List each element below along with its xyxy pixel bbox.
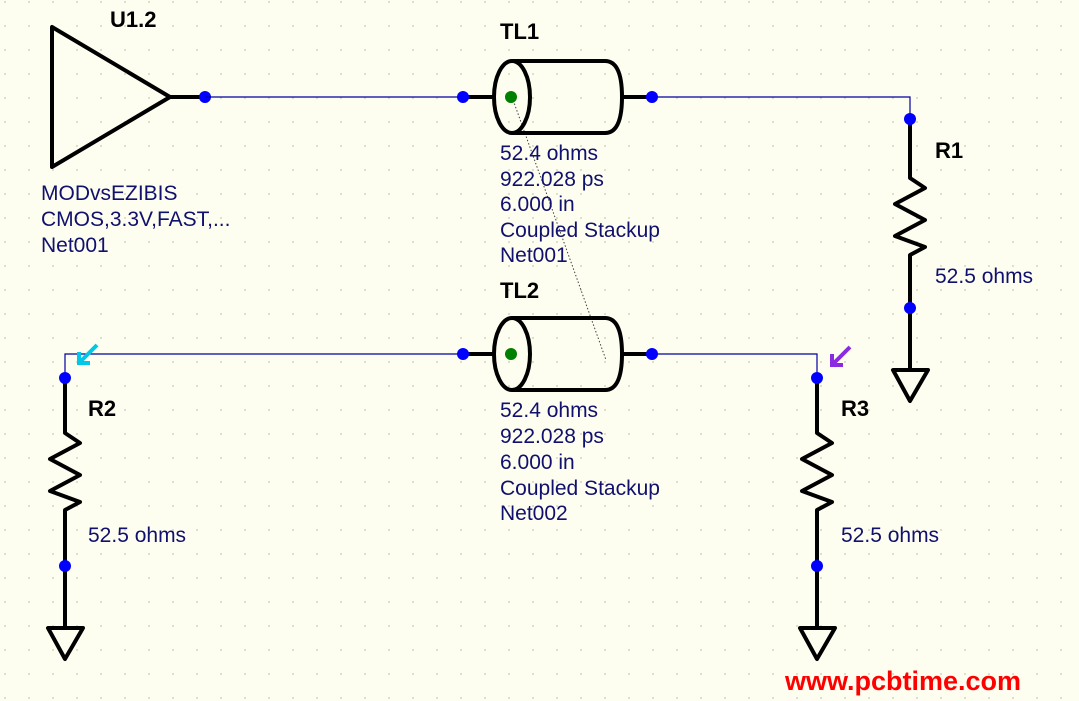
- tl2-type: Coupled Stackup: [500, 477, 660, 500]
- tl2-ref: TL2: [500, 278, 539, 303]
- pin[interactable]: [904, 113, 916, 125]
- watermark: www.pcbtime.com: [784, 666, 1021, 696]
- pin[interactable]: [457, 91, 469, 103]
- tl2-net: Net002: [500, 502, 568, 525]
- pin[interactable]: [811, 372, 823, 384]
- tl1-delay: 922.028 ps: [500, 168, 604, 191]
- tl2-length: 6.000 in: [500, 451, 575, 474]
- r3-ref: R3: [841, 396, 869, 421]
- resistor-r3[interactable]: R3 52.5 ohms: [798, 345, 939, 661]
- tl1-ref: TL1: [500, 19, 539, 44]
- resistor-symbol: [48, 378, 82, 628]
- pin[interactable]: [904, 302, 916, 314]
- r3-value: 52.5 ohms: [841, 524, 939, 547]
- pin[interactable]: [811, 560, 823, 572]
- ground-icon: [46, 626, 85, 661]
- ground-icon: [798, 626, 837, 661]
- tl1-type: Coupled Stackup: [500, 219, 660, 242]
- ground-icon: [891, 368, 930, 403]
- tl1-length: 6.000 in: [500, 193, 575, 216]
- tl1-net: Net001: [500, 244, 568, 267]
- tl1-impedance: 52.4 ohms: [500, 142, 598, 165]
- tl2-delay: 922.028 ps: [500, 425, 604, 448]
- pin[interactable]: [646, 91, 658, 103]
- r2-ref: R2: [88, 396, 116, 421]
- driver-ref: U1.2: [110, 7, 156, 32]
- resistor-symbol: [893, 119, 927, 370]
- r2-value: 52.5 ohms: [88, 524, 186, 547]
- driver-net: Net001: [41, 234, 109, 257]
- pin[interactable]: [59, 372, 71, 384]
- driver-buffer-u1-2[interactable]: U1.2 MODvsEZIBIS CMOS,3.3V,FAST,... Net0…: [41, 7, 230, 257]
- r1-value: 52.5 ohms: [935, 265, 1033, 288]
- pin[interactable]: [59, 560, 71, 572]
- resistor-symbol: [800, 378, 834, 628]
- transmission-line-tl2[interactable]: TL2 52.4 ohms 922.028 ps 6.000 in Couple…: [457, 278, 660, 525]
- tl2-impedance: 52.4 ohms: [500, 399, 598, 422]
- probe-arrow-icon[interactable]: [77, 343, 99, 365]
- coupling-line: [511, 96, 607, 361]
- wire-net002-b[interactable]: [652, 353, 818, 378]
- pin[interactable]: [457, 348, 469, 360]
- probe-arrow-icon[interactable]: [830, 345, 852, 367]
- pin[interactable]: [646, 348, 658, 360]
- wire-net002-a[interactable]: [64, 353, 463, 378]
- resistor-r2[interactable]: R2 52.5 ohms: [46, 343, 186, 661]
- driver-spec: CMOS,3.3V,FAST,...: [41, 208, 230, 231]
- cylinder-end: [492, 59, 532, 135]
- cylinder-end: [492, 316, 532, 392]
- buffer-symbol: [50, 25, 172, 169]
- driver-model: MODvsEZIBIS: [41, 182, 178, 205]
- wire-net001-b[interactable]: [652, 96, 911, 119]
- resistor-r1[interactable]: R1 52.5 ohms: [891, 113, 1033, 403]
- coupled-pin[interactable]: [505, 91, 517, 103]
- wires: [64, 96, 911, 378]
- coupled-pin[interactable]: [505, 348, 517, 360]
- r1-ref: R1: [935, 138, 963, 163]
- transmission-line-tl1[interactable]: TL1 52.4 ohms 922.028 ps 6.000 in Couple…: [457, 19, 660, 267]
